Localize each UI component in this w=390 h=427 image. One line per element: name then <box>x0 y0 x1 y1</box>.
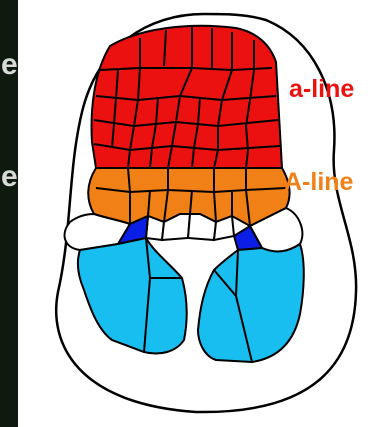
a-line-label: a-line <box>289 77 354 102</box>
A-line-label: A-line <box>284 170 353 195</box>
a-line-cells <box>92 26 282 168</box>
